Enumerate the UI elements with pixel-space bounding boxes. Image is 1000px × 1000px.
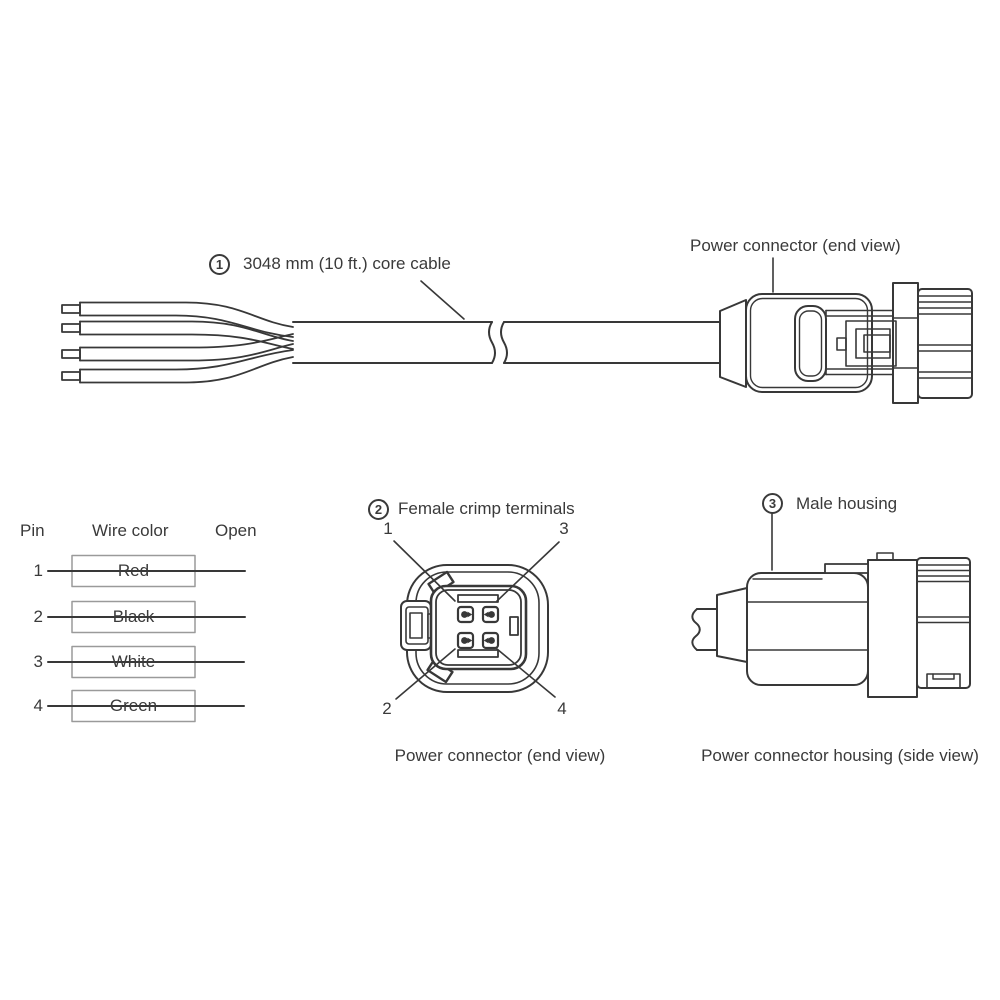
pin-table-lines bbox=[47, 554, 246, 723]
end-view-pin-4: 4 bbox=[557, 699, 567, 718]
wire-tip bbox=[61, 323, 81, 333]
pin-table-row-1-pin: 1 bbox=[33, 561, 43, 580]
terminal-1 bbox=[456, 605, 475, 624]
callout-2-number: 2 bbox=[374, 502, 383, 517]
power-connector-top-label: Power connector (end view) bbox=[690, 236, 901, 255]
callout-3-number: 3 bbox=[768, 496, 777, 511]
end-view-pin-3: 3 bbox=[559, 519, 569, 538]
end-view-pin-1: 1 bbox=[383, 519, 393, 538]
power-connector-side-drawing bbox=[719, 257, 973, 404]
pin-table-row-4-pin: 4 bbox=[33, 696, 43, 715]
terminal-3 bbox=[481, 605, 500, 624]
pin-table-row-2-color: Black bbox=[112, 607, 155, 626]
terminal-4 bbox=[481, 631, 500, 650]
pin-table-row-4-color: Green bbox=[109, 696, 158, 715]
pin-table-row-3-pin: 3 bbox=[33, 652, 43, 671]
pin-table-row-3-color: White bbox=[111, 652, 156, 671]
pin-table-row-1-color: Red bbox=[117, 561, 150, 580]
callout-1-number: 1 bbox=[215, 257, 224, 272]
male-housing-drawing bbox=[691, 513, 971, 698]
terminal-2 bbox=[456, 631, 475, 650]
cable-leader-line bbox=[420, 280, 465, 320]
pin-table-header-open: Open bbox=[215, 521, 257, 540]
wire-tip bbox=[61, 304, 81, 314]
core-cable-label: 3048 mm (10 ft.) core cable bbox=[243, 254, 451, 273]
core-cable-drawing bbox=[292, 280, 721, 364]
callout-2-circle: 2 bbox=[368, 499, 389, 520]
end-view-drawing bbox=[393, 540, 560, 700]
pin-table-row-2-pin: 2 bbox=[33, 607, 43, 626]
end-view-pin-2: 2 bbox=[382, 699, 392, 718]
male-housing-label: Male housing bbox=[796, 494, 898, 513]
pin-table-header-wire-color: Wire color bbox=[92, 521, 169, 540]
wire-leads-drawing bbox=[61, 301, 294, 384]
pin-table-header-pin: Pin bbox=[20, 521, 45, 540]
end-view-caption: Power connector (end view) bbox=[394, 746, 606, 765]
wire-tip bbox=[61, 349, 81, 359]
wire-tip bbox=[61, 371, 81, 381]
female-crimp-terminals-label: Female crimp terminals bbox=[398, 499, 575, 518]
callout-1-circle: 1 bbox=[209, 254, 230, 275]
callout-3-circle: 3 bbox=[762, 493, 783, 514]
side-view-caption: Power connector housing (side view) bbox=[701, 746, 979, 765]
pin-leader-lines bbox=[393, 540, 560, 700]
